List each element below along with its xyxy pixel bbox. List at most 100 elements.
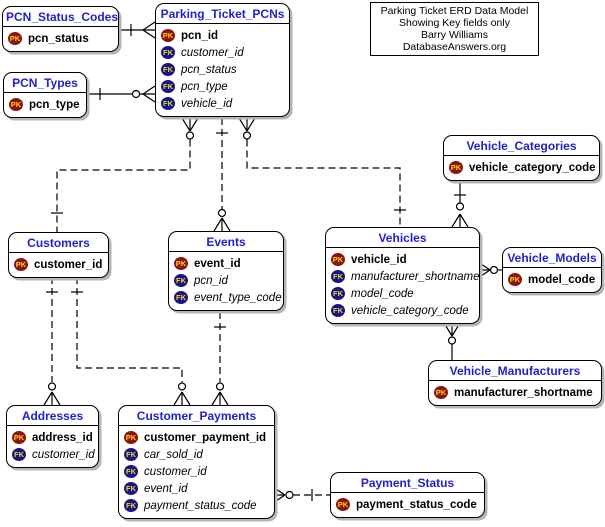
field-row: FK vehicle_category_code: [326, 302, 479, 319]
field-name: customer_id: [32, 448, 95, 461]
entity-title: PCN_Status_Codes: [3, 7, 118, 27]
field-row: FK vehicle_id: [156, 95, 289, 112]
pk-badge-icon: PK: [9, 98, 23, 111]
relationship-Vehicle_Models-Vehicles: [477, 261, 502, 279]
field-name: pcn_type: [181, 80, 228, 93]
fk-badge-icon: FK: [331, 287, 345, 300]
pk-badge-icon: PK: [8, 32, 22, 45]
field-name: payment_status_code: [144, 499, 257, 512]
note-line-3: Barry Williams: [420, 29, 489, 41]
entity-title: Payment_Status: [331, 473, 484, 493]
field-row: FK payment_status_code: [119, 497, 274, 514]
relationship-Vehicles-Parking_Ticket_PCNs: [238, 117, 406, 227]
entity-title: Parking_Ticket_PCNs: [156, 4, 289, 24]
relationship-PCN_Types-Parking_Ticket_PCNs: [85, 85, 156, 103]
entity-title: Customers: [9, 233, 108, 253]
pk-badge-icon: PK: [161, 29, 175, 42]
field-name: customer_id: [34, 258, 103, 271]
entity-title: Vehicles: [326, 228, 479, 248]
relationship-Vehicle_Categories-Vehicles: [451, 181, 469, 228]
entity-title: PCN_Types: [4, 73, 86, 93]
pk-badge-icon: PK: [434, 386, 448, 399]
field-name: manufacturer_shortname: [454, 386, 593, 399]
fk-badge-icon: FK: [124, 499, 138, 512]
field-row: PK payment_status_code: [331, 496, 484, 513]
field-name: event_type_code: [194, 291, 282, 304]
entity-title: Events: [169, 232, 283, 252]
pk-badge-icon: PK: [331, 253, 345, 266]
field-name: vehicle_id: [181, 97, 233, 110]
field-name: model_code: [528, 273, 596, 286]
field-name: event_id: [194, 257, 241, 270]
fk-badge-icon: FK: [161, 80, 175, 93]
field-name: vehicle_category_code: [469, 161, 596, 174]
entity-title: Customer_Payments: [119, 406, 274, 426]
fk-badge-icon: FK: [174, 274, 188, 287]
pk-badge-icon: PK: [449, 161, 463, 174]
fk-badge-icon: FK: [161, 63, 175, 76]
pk-badge-icon: PK: [174, 257, 188, 270]
field-row: FK pcn_status: [156, 61, 289, 78]
field-row: PK vehicle_category_code: [444, 159, 599, 176]
field-row: PK pcn_id: [156, 27, 289, 44]
relationship-Vehicle_Manufacturers-Vehicles: [443, 322, 461, 360]
field-name: payment_status_code: [356, 498, 477, 511]
fk-badge-icon: FK: [12, 448, 26, 461]
fk-badge-icon: FK: [124, 465, 138, 478]
entity-title: Vehicle_Manufacturers: [429, 361, 601, 381]
pk-badge-icon: PK: [12, 431, 26, 444]
fk-badge-icon: FK: [161, 46, 175, 59]
relationship-Events-Customer_Payments: [211, 312, 229, 406]
field-row: PK manufacturer_shortname: [429, 384, 601, 401]
field-name: customer_id: [181, 46, 244, 59]
fk-badge-icon: FK: [124, 482, 138, 495]
field-name: car_sold_id: [144, 448, 203, 461]
fk-badge-icon: FK: [331, 304, 345, 317]
pk-badge-icon: PK: [336, 498, 350, 511]
field-name: pcn_id: [181, 29, 219, 42]
relationship-Customers-Parking_Ticket_PCNs: [51, 117, 199, 232]
relationship-Payment_Status-Customer_Payments: [272, 486, 330, 504]
field-row: PK pcn_status: [3, 30, 118, 47]
relationship-Parking_Ticket_PCNs-Events: [213, 118, 231, 232]
field-name: manufacturer_shortname: [351, 270, 480, 283]
field-name: customer_id: [144, 465, 207, 478]
field-row: FK model_code: [326, 285, 479, 302]
field-name: customer_payment_id: [144, 431, 267, 444]
field-name: pcn_status: [28, 32, 89, 45]
field-name: vehicle_category_code: [351, 304, 469, 317]
field-row: FK customer_id: [7, 446, 98, 463]
field-row: PK event_id: [169, 255, 283, 272]
field-name: event_id: [144, 482, 188, 495]
entity-title: Vehicle_Categories: [444, 136, 599, 156]
fk-badge-icon: FK: [161, 97, 175, 110]
note-line-1: Parking Ticket ERD Data Model: [380, 5, 529, 17]
field-row: FK manufacturer_shortname: [326, 268, 479, 285]
fk-badge-icon: FK: [331, 270, 345, 283]
entity-title: Addresses: [7, 406, 98, 426]
field-row: FK event_id: [119, 480, 274, 497]
note-line-2: Showing Key fields only: [399, 17, 510, 29]
fk-badge-icon: FK: [124, 448, 138, 461]
field-name: pcn_status: [181, 63, 237, 76]
field-name: model_code: [351, 287, 414, 300]
diagram-note: Parking Ticket ERD Data Model Showing Ke…: [370, 2, 539, 56]
pk-badge-icon: PK: [124, 431, 138, 444]
